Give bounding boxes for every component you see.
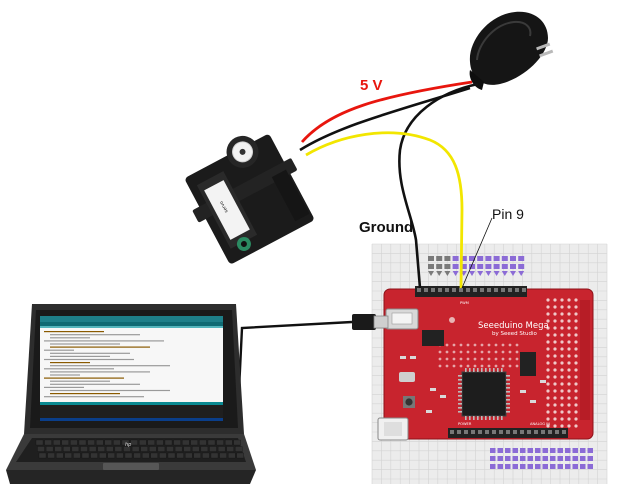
- signal-wire-pin9: [305, 131, 464, 289]
- power-adapter-icon: [469, 11, 554, 90]
- board-label-power: POWER: [458, 422, 472, 426]
- board-subtitle: by Seeed Studio: [492, 331, 538, 337]
- label-pin9: Pin 9: [492, 206, 524, 222]
- laptop-brand: hp: [125, 442, 131, 448]
- power-wire-5v: [300, 80, 473, 143]
- label-5v: 5 V: [360, 77, 383, 94]
- wires: [234, 80, 493, 453]
- usb-plug-icon: [352, 314, 389, 330]
- label-ground: Ground: [359, 219, 413, 236]
- ground-wire-servo: [299, 86, 471, 152]
- board-label-pwm: PWM: [460, 301, 469, 305]
- usb-cable: [234, 320, 353, 453]
- servo-motor-icon: servo: [185, 134, 314, 264]
- pin9-pointer: [461, 217, 493, 289]
- seeeduino-mega-board: Seeeduino Mega by Seeed Studio POWER ANA…: [377, 286, 594, 441]
- board-title: Seeeduino Mega: [478, 321, 549, 331]
- servo-label: servo: [218, 200, 229, 214]
- laptop-icon: hp: [6, 304, 256, 484]
- board-label-analog: ANALOG IN: [530, 422, 550, 426]
